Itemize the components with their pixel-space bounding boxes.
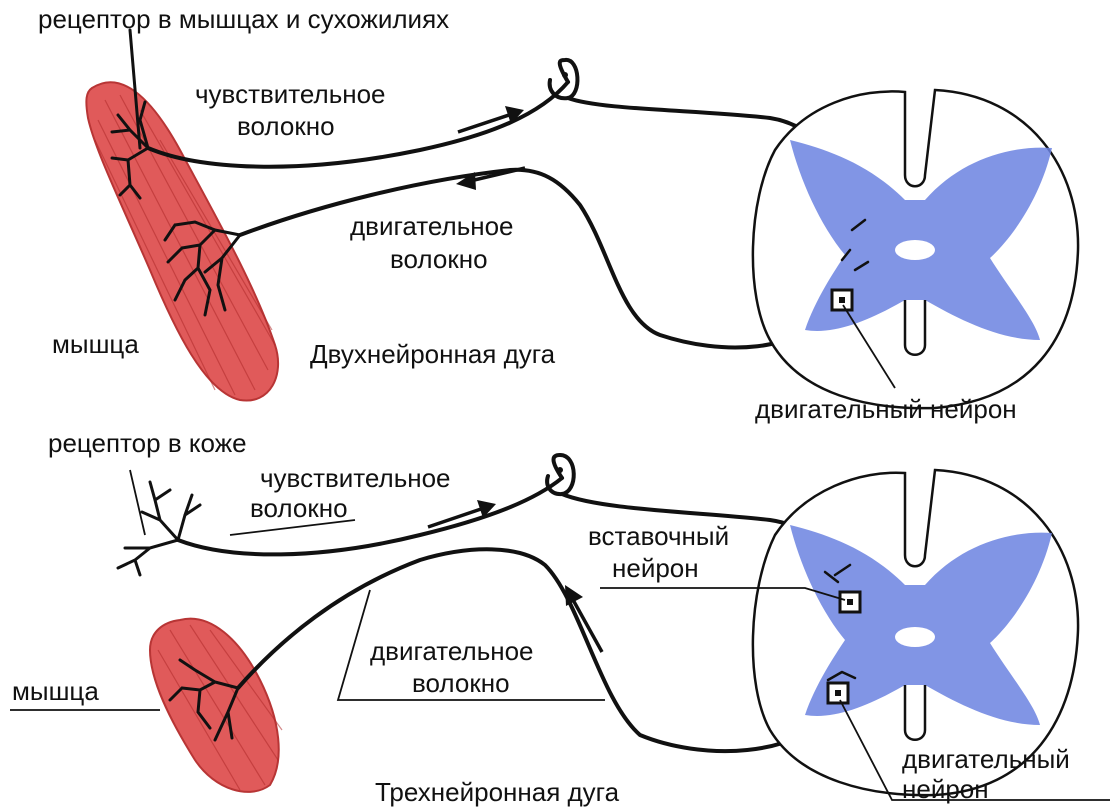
motor-neuron-label-top: двигательный нейрон [755, 394, 1017, 424]
sensory-fiber-label-bottom-1: чувствительное [260, 463, 451, 493]
receptor-label-top: рецептор в мышцах и сухожилиях [38, 4, 449, 34]
muscle-bottom [150, 619, 282, 792]
motor-fiber-label-top-2: волокно [390, 244, 488, 274]
motor-neuron-label-bottom-2: нейрон [902, 774, 989, 804]
three-neuron-arc-title: Трехнейронная дуга [375, 777, 620, 807]
motor-fiber-label-bottom-1: двигательное [370, 636, 534, 666]
three-neuron-arc: рецептор в коже чувствительное волокно в… [10, 428, 1110, 807]
interneuron-label-1: вставочный [588, 521, 729, 551]
sensory-fiber-label-top-1: чувствительное [195, 79, 386, 109]
motor-fiber-label-bottom-2: волокно [412, 668, 510, 698]
sensory-arrow-top [458, 106, 524, 132]
ganglion-loop-top [550, 60, 578, 98]
receptor-label-bottom: рецептор в коже [48, 428, 247, 458]
motor-fiber-bottom [238, 549, 838, 751]
two-neuron-arc: рецептор в мышцах и сухожилиях чувствите… [38, 4, 1078, 424]
interneuron-label-2: нейрон [612, 553, 699, 583]
motor-arrow-bottom [565, 585, 602, 652]
motor-fiber-top [240, 170, 840, 348]
motor-fiber-label-top-1: двигательное [350, 211, 514, 241]
two-neuron-arc-title: Двухнейронная дуга [310, 339, 556, 369]
muscle-label-top: мышца [52, 329, 139, 359]
motor-neuron-label-bottom-1: двигательный [902, 744, 1070, 774]
ganglion-loop-bottom [547, 455, 574, 494]
spinal-cord-top [753, 90, 1078, 408]
sensory-fiber-label-bottom-2: волокно [250, 493, 348, 523]
muscle-label-bottom: мышца [12, 676, 99, 706]
sensory-fiber-label-top-2: волокно [237, 111, 335, 141]
skin-receptor-branches [118, 470, 200, 575]
